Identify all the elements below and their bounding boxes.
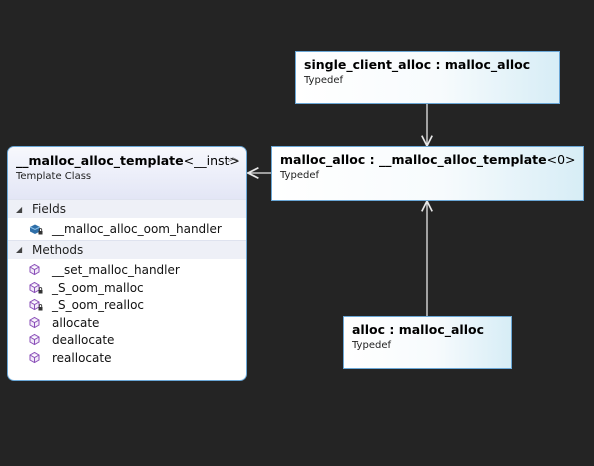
class-kind: Template Class	[16, 171, 92, 182]
collapse-chevron-icon[interactable]: ︽	[228, 153, 238, 164]
expand-triangle-icon: ◢	[16, 245, 23, 254]
method-item[interactable]: allocate	[8, 314, 246, 332]
fields-list: __malloc_alloc_oom_handler	[8, 218, 246, 240]
method-item[interactable]: _S_oom_malloc	[8, 279, 246, 297]
class-malloc-alloc-template[interactable]: __malloc_alloc_template<__inst> Template…	[7, 146, 247, 381]
typedef-kind: Typedef	[352, 340, 391, 351]
private-method-icon	[28, 281, 52, 295]
method-item[interactable]: deallocate	[8, 332, 246, 350]
method-item[interactable]: reallocate	[8, 349, 246, 367]
field-name: __malloc_alloc_oom_handler	[52, 221, 222, 236]
method-icon	[28, 263, 52, 277]
method-name: _S_oom_realloc	[52, 298, 145, 313]
section-fields-header[interactable]: ◢ Fields	[8, 199, 246, 218]
field-item[interactable]: __malloc_alloc_oom_handler	[8, 220, 246, 238]
class-template-args: <__inst>	[183, 153, 240, 168]
method-item[interactable]: _S_oom_realloc	[8, 297, 246, 315]
typedef-title: alloc : malloc_alloc	[352, 322, 484, 337]
class-name-bold: __malloc_alloc_template	[16, 153, 184, 168]
private-method-icon	[28, 298, 52, 312]
typedef-kind: Typedef	[280, 170, 319, 181]
class-title: __malloc_alloc_template<__inst>	[16, 153, 240, 168]
method-name: _S_oom_malloc	[52, 280, 144, 295]
method-icon	[28, 316, 52, 330]
method-icon	[28, 351, 52, 365]
section-methods-header[interactable]: ◢ Methods	[8, 239, 246, 259]
section-methods-label: Methods	[32, 242, 84, 257]
method-name: __set_malloc_handler	[52, 263, 180, 278]
private-field-icon	[28, 222, 52, 236]
section-fields-label: Fields	[32, 202, 66, 216]
method-name: deallocate	[52, 333, 115, 348]
method-name: allocate	[52, 315, 100, 330]
typedef-malloc-alloc[interactable]: malloc_alloc : __malloc_alloc_template<0…	[271, 146, 584, 201]
typedef-template-args: <0>	[546, 152, 576, 167]
typedef-kind: Typedef	[304, 75, 343, 86]
typedef-name-bold: malloc_alloc : __malloc_alloc_template	[280, 152, 547, 167]
expand-triangle-icon: ◢	[16, 204, 23, 214]
method-item[interactable]: __set_malloc_handler	[8, 262, 246, 280]
typedef-alloc[interactable]: alloc : malloc_alloc Typedef	[343, 316, 512, 369]
typedef-title: malloc_alloc : __malloc_alloc_template<0…	[280, 152, 576, 167]
typedef-title: single_client_alloc : malloc_alloc	[304, 57, 531, 72]
methods-list: __set_malloc_handler _S_oom_malloc _S_oo…	[8, 259, 246, 370]
typedef-single-client-alloc[interactable]: single_client_alloc : malloc_alloc Typed…	[295, 51, 560, 104]
class-header: __malloc_alloc_template<__inst> Template…	[8, 147, 246, 199]
method-name: reallocate	[52, 350, 112, 365]
method-icon	[28, 333, 52, 347]
